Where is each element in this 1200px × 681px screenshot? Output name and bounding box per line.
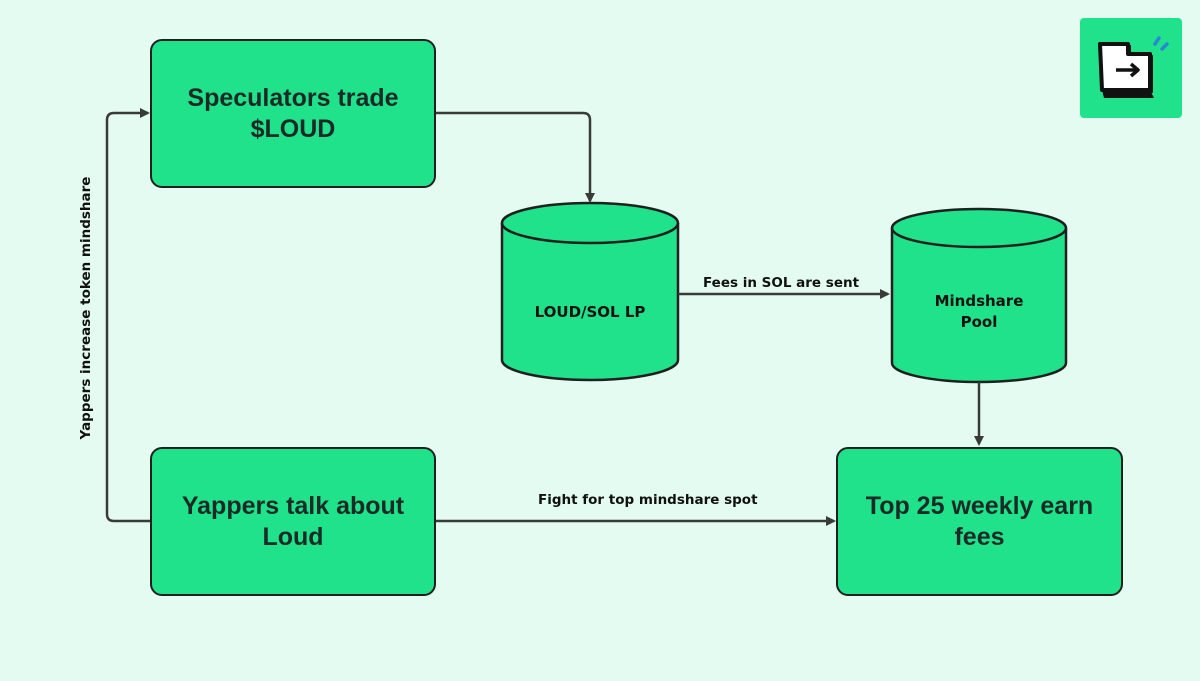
edge-speculators-to-lp [436,111,595,203]
node-speculators: Speculators trade $LOUD [150,39,436,188]
edge-label-yappers-mindshare: Yappers increase token mindshare [78,176,94,440]
mindshare-pool-cylinder [890,207,1068,384]
edge-label-fight: Fight for top mindshare spot [538,492,758,508]
mindshare-pool-label: Mindshare Pool [934,292,1024,331]
lp-cylinder [500,201,680,382]
edge-label-fees: Fees in SOL are sent [703,275,860,291]
node-yappers: Yappers talk about Loud [150,447,436,596]
lp-label: LOUD/SOL LP [534,303,646,321]
edge-yappers-to-speculators [105,108,151,523]
logo [1080,18,1182,118]
node-top25: Top 25 weekly earn fees [836,447,1123,596]
door-exit-icon [1098,36,1169,98]
